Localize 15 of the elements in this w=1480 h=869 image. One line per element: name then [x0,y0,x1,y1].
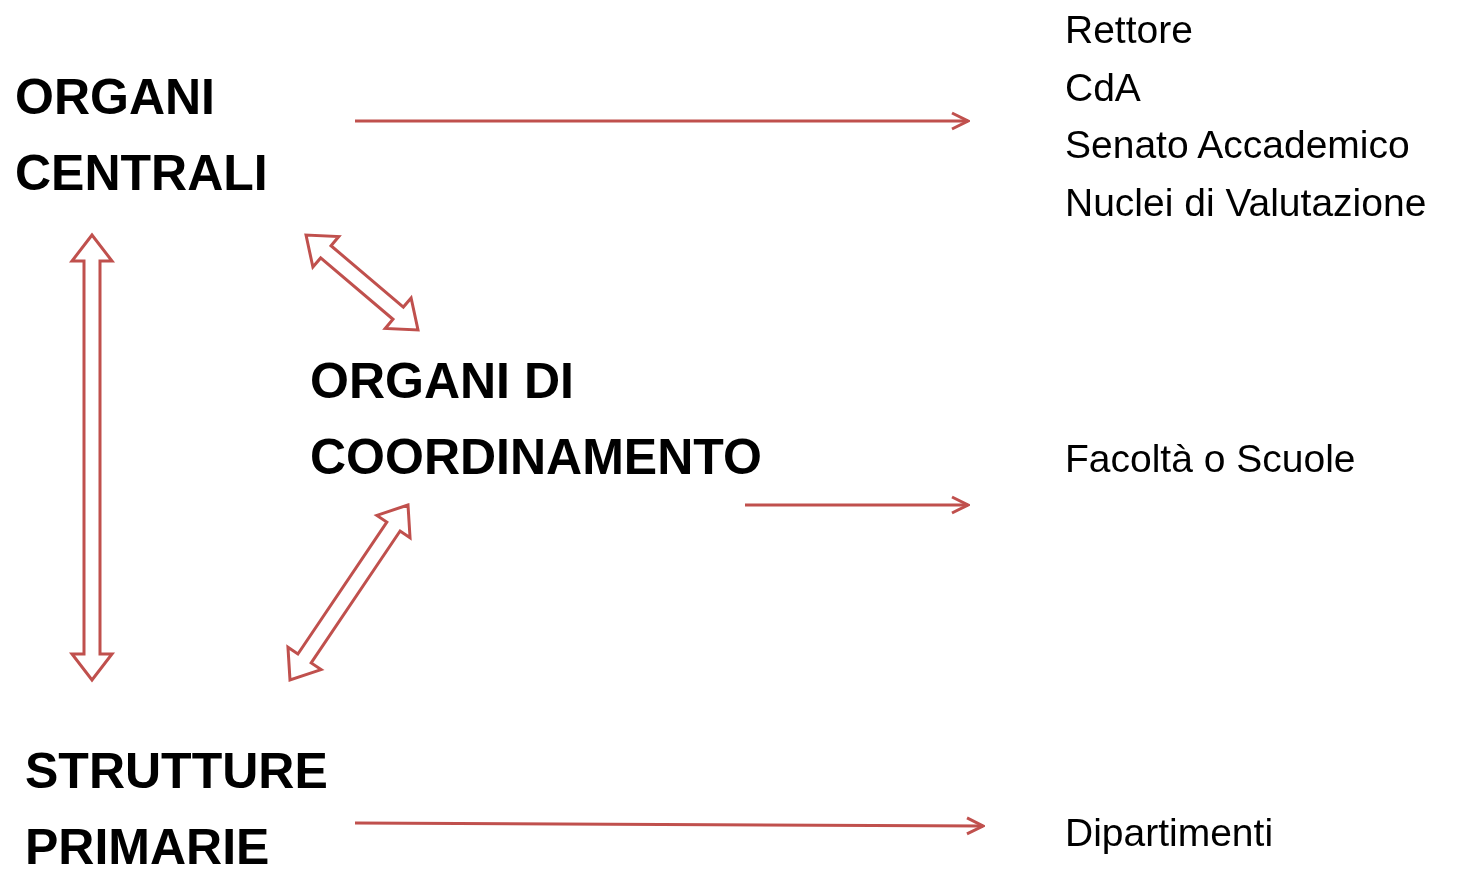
list-item: Nuclei di Valutazione [1065,179,1428,226]
heading-label: ORGANI DI COORDINAMENTO [310,352,763,487]
arrow [355,111,970,131]
double-block-arrow [68,232,116,683]
list-item: Senato Accademico [1065,122,1411,168]
double-block-arrow [304,233,420,332]
list-item: Dipartimenti [1065,810,1275,856]
list-item: CdA [1065,64,1142,111]
list-item: Facoltà o Scuole [1065,436,1357,482]
list-item: Rettore [1065,7,1194,53]
arrow [745,495,970,515]
heading-label: ORGANI CENTRALI [15,68,269,203]
heading-label: STRUTTURE PRIMARIE [25,742,329,869]
double-block-arrow [286,502,412,683]
arrow [355,816,985,836]
